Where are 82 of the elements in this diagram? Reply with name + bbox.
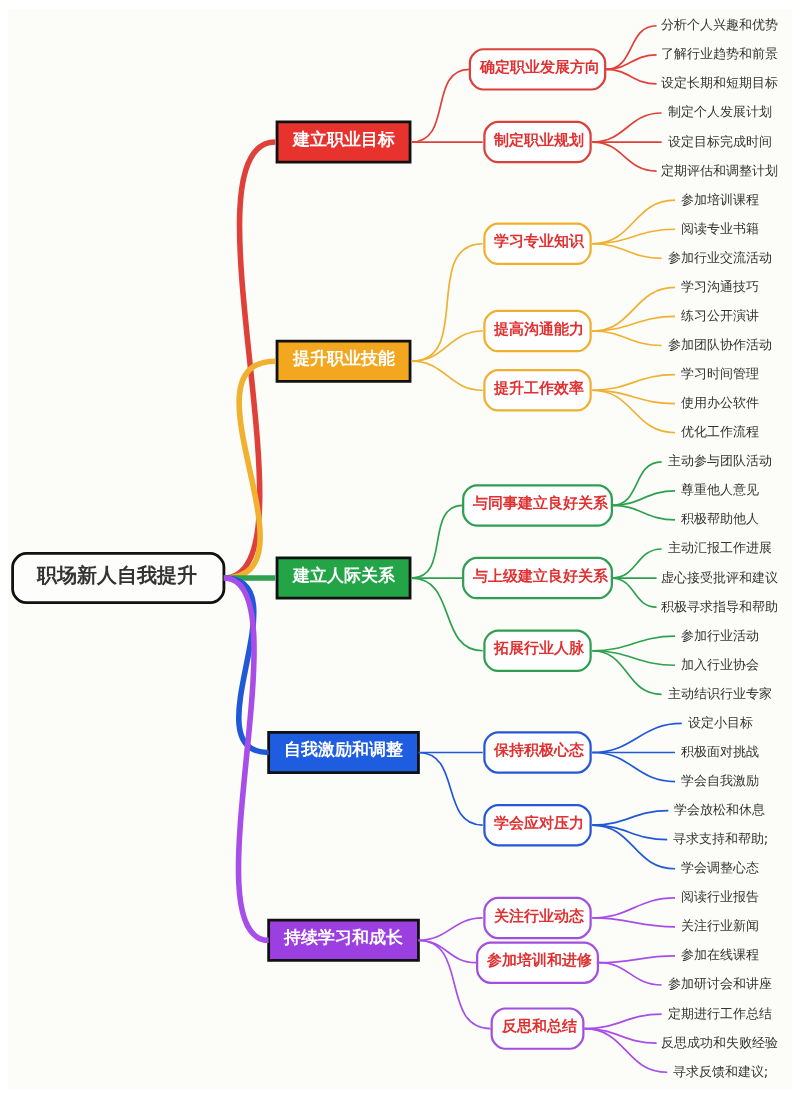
connector [591,649,663,696]
node-box: 学习专业知识 [483,222,592,266]
node-text: 了解行业趋势和前景 [661,46,779,62]
node-text: 虚心接受批评和建议 [661,569,779,585]
node-text: 学习时间管理 [681,366,760,382]
connector [591,389,676,405]
node-text: 主动参与团队活动 [667,453,772,469]
connector [222,575,270,943]
node-text: 学习沟通技巧 [681,278,760,294]
node-box: 学会应对压力 [483,803,592,847]
connector [591,751,676,783]
connector [611,490,676,507]
connector [410,141,484,143]
connector [591,824,676,870]
node-text: 主动汇报工作进展 [667,540,772,556]
node-text: 设定长期和短期目标 [661,75,779,91]
node-text: 积极帮助他人 [681,511,760,527]
connector [591,917,676,928]
node-text: 阅读行业报告 [681,889,760,905]
node-text: 参加培训课程 [681,191,760,207]
node-text: 设定目标完成时间 [667,133,772,149]
connector [611,577,658,608]
node-box: 提升工作效率 [483,369,592,412]
node-text: 参加行业活动 [681,627,760,643]
node-text: 寻求反馈和建议; [672,1063,769,1079]
node-box: 自我激励和调整 [267,730,420,774]
connector [604,54,658,71]
connector [410,577,484,652]
connector [410,360,484,392]
node-text: 反思成功和失败经验 [661,1034,779,1050]
node-text: 练习公开演讲 [681,307,760,323]
node-text: 学会调整心态 [681,860,760,876]
node-box: 提升职业技能 [275,339,412,383]
node-text: 加入行业协会 [681,656,760,672]
node-box: 保持积极心态 [483,731,592,774]
node-box: 制定职业规划 [483,120,592,164]
node-text: 参加在线课程 [681,947,760,963]
node-text: 积极寻求指导和帮助 [661,598,779,614]
connector [417,751,484,826]
node-box: 提高沟通能力 [483,309,592,353]
node-box: 与上级建立良好关系 [462,556,613,600]
connector [223,575,270,756]
node-box: 参加培训和进修 [476,941,599,984]
connector [604,68,658,85]
node-text: 参加研讨会和讲座 [667,976,772,992]
node-text: 关注行业新闻 [681,918,760,934]
connector [591,389,676,434]
node-text: 主动结识行业专家 [667,685,772,701]
node-box: 拓展行业人脉 [483,629,592,672]
node-box: 职场新人自我提升 [11,552,226,605]
node-box: 确定职业发展方向 [468,48,607,91]
connector [591,242,663,260]
node-text: 参加行业交流活动 [667,249,772,265]
node-text: 学会自我激励 [681,773,760,789]
connector [611,460,663,507]
connector [417,917,484,942]
node-text: 优化工作流程 [681,424,760,440]
node-text: 分析个人兴趣和优势 [661,17,779,33]
node-text: 定期评估和调整计划 [661,162,779,178]
node-box: 建立职业目标 [275,120,412,164]
node-box: 关注行业动态 [483,896,592,940]
connector [591,330,663,347]
node-text: 设定小目标 [687,714,753,730]
node-box: 与同事建立良好关系 [462,484,613,527]
node-box: 建立人际关系 [275,556,412,600]
node-text: 寻求支持和帮助; [672,831,769,847]
connector [604,24,658,71]
node-text: 参加团队协作活动 [667,336,772,352]
node-text: 尊重他人意见 [681,482,760,498]
connector [591,141,658,172]
node-text: 积极面对挑战 [681,743,760,759]
connector [417,939,492,1030]
connector [598,961,663,986]
connector [611,504,676,521]
node-text: 制定个人发展计划 [667,104,772,120]
node-box: 持续学习和成长 [267,918,420,962]
connector [583,1027,669,1074]
node-text: 使用办公软件 [681,395,760,411]
node-box: 反思和总结 [490,1007,585,1050]
node-text: 定期进行工作总结 [667,1005,772,1021]
node-text: 阅读专业书籍 [681,220,760,236]
node-text: 学会放松和休息 [674,802,766,818]
